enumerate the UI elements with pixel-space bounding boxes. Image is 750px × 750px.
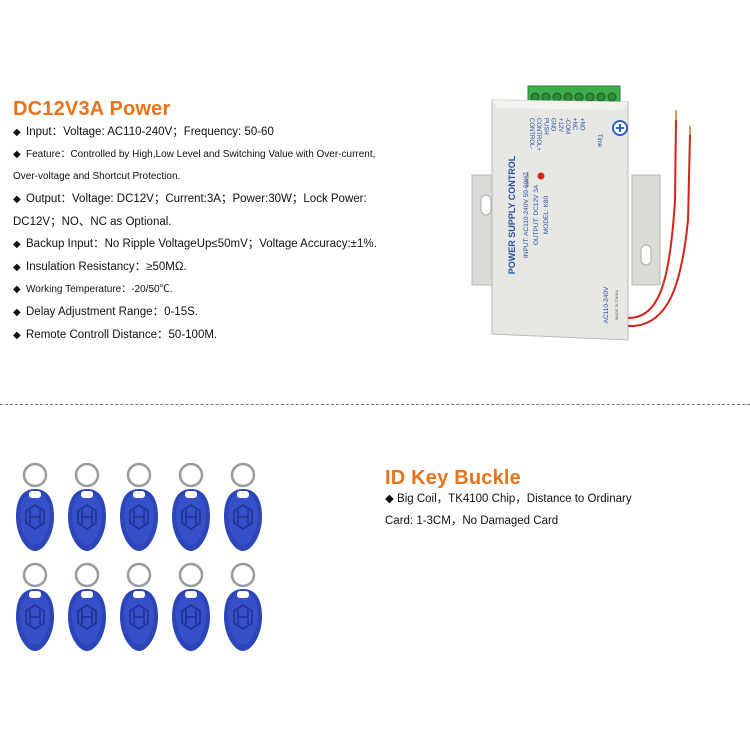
bullet-icon: ◆ — [13, 284, 21, 295]
power-spec-item: ◆ Feature：Controlled by High,Low Level an… — [13, 144, 423, 166]
input-rating-label: INPUT: AC110-240V 50-60HZ — [523, 172, 530, 258]
terminal-label: +NC — [571, 118, 577, 131]
bullet-icon: ◆ — [13, 149, 21, 160]
power-spec-item: ◆ Output：Voltage: DC12V；Current:3A；Power:… — [13, 188, 423, 211]
key-description: ◆ Big Coil，TK4100 Chip，Distance to Ordin… — [385, 488, 745, 532]
key-description-line-2: Card: 1-3CM，No Damaged Card — [385, 515, 559, 527]
ac-rating-label: AC110-240V — [603, 286, 610, 323]
power-spec-text: Output：Voltage: DC12V；Current:3A；Power:3… — [26, 193, 367, 205]
power-spec-text: Over-voltage and Shortcut Protection. — [13, 171, 181, 182]
terminal-label: CONTROL- — [528, 118, 534, 149]
terminal-label: +12V — [557, 118, 563, 132]
power-led-label: POWER — [525, 172, 530, 187]
terminal-label: +NO — [578, 118, 584, 131]
power-spec-item: ◆ Insulation Resistancy：≥50MΩ. — [13, 256, 423, 279]
power-spec-text: Input：Voltage: AC110-240V；Frequency: 50-… — [26, 126, 274, 138]
terminal-label: GND — [550, 118, 556, 132]
bullet-icon: ◆ — [13, 307, 21, 318]
time-label: Time — [596, 134, 602, 148]
bullet-icon: ◆ — [13, 194, 21, 205]
product-name-label: POWER SUPPLY CONTROL — [507, 155, 517, 274]
terminal-screw-icon — [585, 92, 595, 102]
bullet-icon: ◆ — [13, 239, 21, 250]
section-divider — [0, 404, 750, 405]
power-spec-text: Insulation Resistancy：≥50MΩ. — [26, 261, 187, 273]
key-fob-icon — [166, 555, 216, 660]
power-spec-item: ◆ Delay Adjustment Range：0-15S. — [13, 301, 423, 324]
power-spec-text: Feature：Controlled by High,Low Level and… — [26, 149, 376, 160]
terminal-screw-icon — [530, 92, 540, 102]
key-section-title: ID Key Buckle — [385, 467, 521, 489]
power-spec-text: Delay Adjustment Range：0-15S. — [26, 306, 198, 318]
model-label: MODEL: K80 — [543, 195, 550, 234]
key-fob-icon — [218, 455, 268, 560]
bullet-icon: ◆ — [13, 262, 21, 273]
key-fob-icon — [62, 555, 112, 660]
bullet-icon: ◆ — [13, 330, 21, 341]
terminal-screw-icon — [563, 92, 573, 102]
power-spec-item: ◆ Remote Controll Distance：50-100M. — [13, 324, 423, 347]
power-spec-text: Backup Input：No Ripple VoltageUp≤50mV；Vo… — [26, 238, 377, 250]
power-spec-item: ◆ Backup Input：No Ripple VoltageUp≤50mV；V… — [13, 233, 423, 256]
key-fob-icon — [62, 455, 112, 560]
key-fob-icon — [166, 455, 216, 560]
key-fob-icon — [10, 455, 60, 560]
terminal-label: -COM — [564, 118, 570, 134]
key-fob-grid-image — [10, 455, 280, 655]
key-fob-icon — [114, 555, 164, 660]
terminal-screw-icon — [552, 92, 562, 102]
key-fob-icon — [218, 555, 268, 660]
power-section-title: DC12V3A Power — [13, 98, 171, 120]
power-spec-list: ◆ Input：Voltage: AC110-240V；Frequency: 50… — [13, 121, 423, 347]
terminal-screw-icon — [574, 92, 584, 102]
terminal-screw-icon — [596, 92, 606, 102]
terminal-screw-icon — [541, 92, 551, 102]
terminal-label: PUSH — [542, 118, 548, 135]
power-spec-item: ◆ Working Temperature：-20/50℃. — [13, 279, 423, 301]
bullet-icon: ◆ — [13, 127, 21, 138]
power-spec-item: ◆ Input：Voltage: AC110-240V；Frequency: 50… — [13, 121, 423, 144]
terminal-screw-icon — [607, 92, 617, 102]
power-spec-item: DC12V；NO、NC as Optional. — [13, 211, 423, 233]
key-fob-icon — [114, 455, 164, 560]
power-spec-item: Over-voltage and Shortcut Protection. — [13, 166, 423, 188]
power-spec-text: Working Temperature：-20/50℃. — [26, 284, 173, 295]
output-rating-label: OUTPUT: DC12V 3A — [533, 184, 540, 245]
power-spec-text: DC12V；NO、NC as Optional. — [13, 216, 172, 228]
made-in-label: MADE IN CHINA — [614, 290, 619, 321]
key-description-line-1: ◆ Big Coil，TK4100 Chip，Distance to Ordin… — [385, 493, 632, 505]
key-fob-icon — [10, 555, 60, 660]
terminal-label: CONTROL+ — [535, 118, 541, 151]
power-spec-text: Remote Controll Distance：50-100M. — [26, 329, 218, 341]
